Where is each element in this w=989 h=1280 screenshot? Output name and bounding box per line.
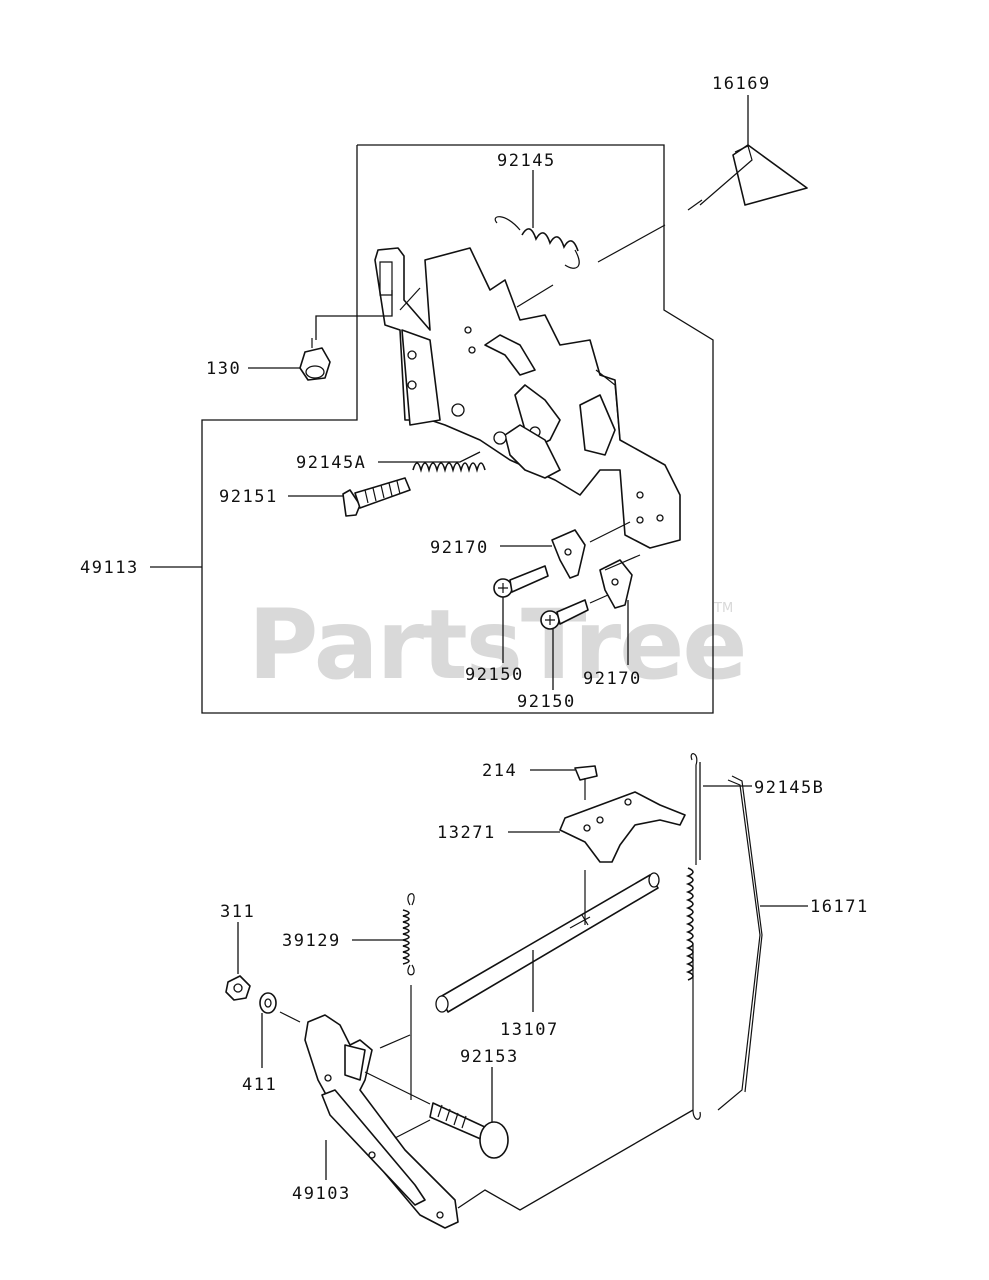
part-16169-wire[interactable] <box>687 144 808 211</box>
callout-92153[interactable]: 92153 <box>460 1047 519 1067</box>
part-311-nut[interactable] <box>225 975 251 1001</box>
callout-92145[interactable]: 92145 <box>497 151 556 171</box>
part-13271-plate[interactable] <box>559 791 686 863</box>
part-130-flange-bolt[interactable] <box>299 338 331 381</box>
assembly-outline-49113 <box>201 144 714 714</box>
callout-92170-lower[interactable]: 92170 <box>583 669 642 689</box>
callout-92145B[interactable]: 92145B <box>754 778 824 798</box>
callout-92150-upper[interactable]: 92150 <box>465 665 524 685</box>
part-92170-bracket-upper[interactable] <box>551 529 586 579</box>
callout-49113[interactable]: 49113 <box>80 558 139 578</box>
callout-49103[interactable]: 49103 <box>292 1184 351 1204</box>
part-214-screw[interactable] <box>574 765 598 800</box>
callout-92150-lower[interactable]: 92150 <box>517 692 576 712</box>
callout-13107[interactable]: 13107 <box>500 1020 559 1040</box>
watermark: PartsTree <box>248 589 745 701</box>
callout-311[interactable]: 311 <box>220 902 255 922</box>
callout-16169[interactable]: 16169 <box>712 74 771 94</box>
callout-92151[interactable]: 92151 <box>219 487 278 507</box>
part-92145-spring[interactable] <box>494 216 666 308</box>
part-92145A-spring[interactable] <box>412 462 486 473</box>
part-92150-screw-lower[interactable] <box>540 599 589 630</box>
part-92150-screw-upper[interactable] <box>493 565 549 598</box>
part-16171-rod[interactable] <box>717 775 763 1111</box>
part-49103-lever[interactable] <box>304 1014 459 1229</box>
callout-16171[interactable]: 16171 <box>810 897 869 917</box>
part-92153-bolt[interactable] <box>429 1102 509 1159</box>
part-411-washer[interactable] <box>259 992 277 1014</box>
watermark-trademark: TM <box>713 601 733 616</box>
callout-214[interactable]: 214 <box>482 761 517 781</box>
part-92170-bracket-lower[interactable] <box>599 559 633 609</box>
part-39129-spring[interactable] <box>402 893 415 1100</box>
part-13107-shaft[interactable] <box>435 872 660 1013</box>
callout-130[interactable]: 130 <box>206 359 241 379</box>
callout-411[interactable]: 411 <box>242 1075 277 1095</box>
callout-13271[interactable]: 13271 <box>437 823 496 843</box>
callout-39129[interactable]: 39129 <box>282 931 341 951</box>
callout-92145A[interactable]: 92145A <box>296 453 366 473</box>
part-49113-control-plate[interactable] <box>374 247 681 549</box>
callout-92170-upper[interactable]: 92170 <box>430 538 489 558</box>
part-92145B-spring[interactable] <box>685 753 701 1120</box>
part-92151-bolt[interactable] <box>342 477 411 517</box>
